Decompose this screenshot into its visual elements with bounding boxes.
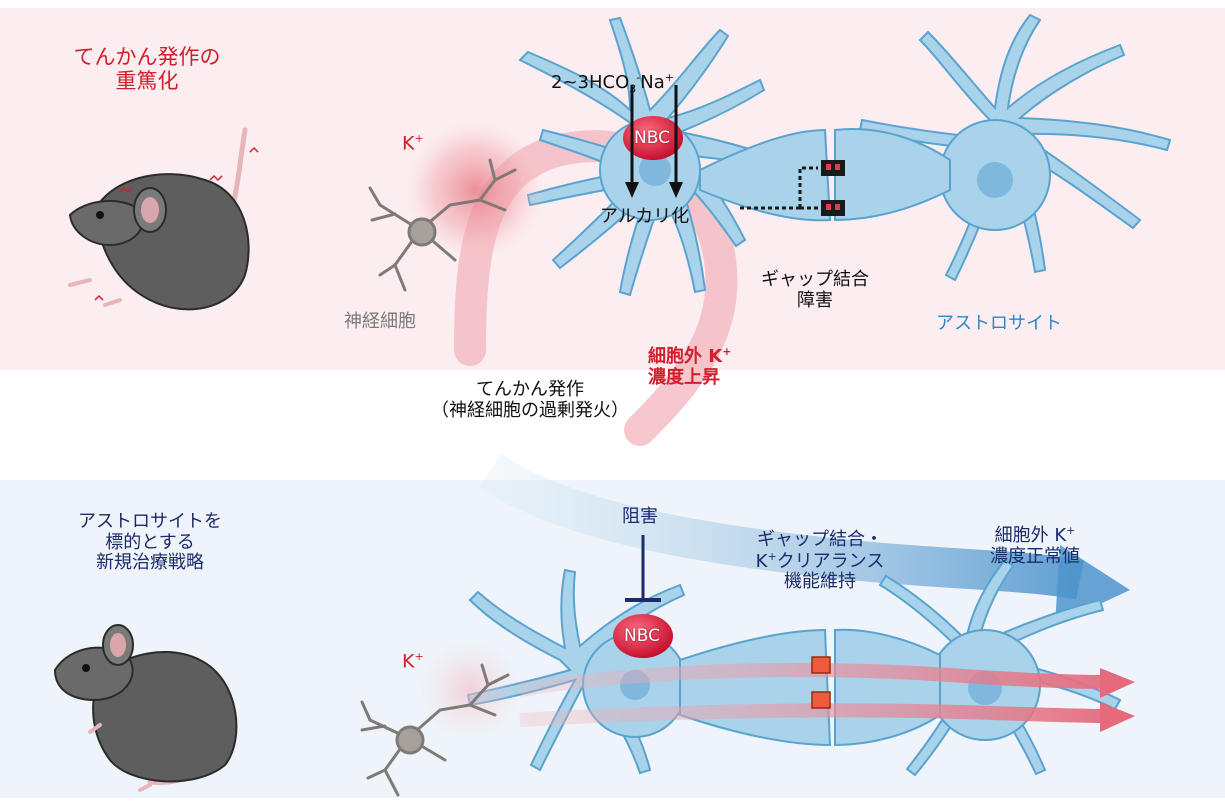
seizing-mouse-icon [70,130,258,309]
ion-formula: 2~3HCO3-Na+ [551,72,674,96]
function-maintenance-label: ギャップ結合・ K+クリアランス 機能維持 [720,530,920,593]
mouse-icon [55,625,236,790]
nbc-label-bottom: NBC [624,626,660,646]
seizure-label: てんかん発作 （神経細胞の過剰発火） [385,380,675,421]
alkalization-label: アルカリ化 [600,207,689,228]
astrocyte-label: アストロサイト [936,314,1062,335]
strategy-title: アストロサイトを 標的とする 新規治療戦略 [55,512,245,574]
nbc-label-top: NBC [634,128,670,148]
astrocyte-process [680,630,830,745]
title-top: てんかん発作の 重篤化 [62,45,232,93]
inhibit-label: 阻害 [622,507,658,528]
astrocyte-process [835,630,940,745]
k-ion-label: K+ [402,133,424,155]
extracellular-k-normal-label: 細胞外 K+ 濃度正常値 [960,525,1110,567]
k-ion-label-bottom: K+ [402,651,424,673]
k-glow [420,640,520,740]
gap-junction-impaired-label: ギャップ結合 障害 [735,270,895,311]
neuron-label: 神経細胞 [344,312,416,333]
